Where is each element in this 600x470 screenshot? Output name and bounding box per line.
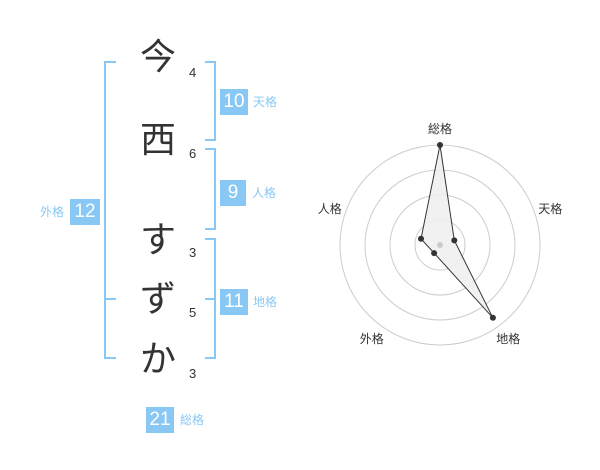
stroke-count-2: 6 xyxy=(189,146,197,161)
gaikaku-label: 外格 xyxy=(40,205,65,219)
stroke-count-3: 3 xyxy=(189,245,197,260)
name-char-4: ず xyxy=(139,279,176,320)
radar-polygon xyxy=(420,144,494,319)
name-char-2: 西 xyxy=(139,120,176,161)
jinkaku-bracket-top xyxy=(205,148,216,150)
chikaku-bracket-mid xyxy=(205,298,216,300)
jinkaku-bracket-bottom xyxy=(205,228,216,230)
chikaku-bracket-bottom xyxy=(205,357,216,359)
name-char-1: 今 xyxy=(139,37,176,78)
gaikaku-bracket-bottom xyxy=(104,357,116,359)
radar-axis-label-1: 総格 xyxy=(428,121,452,136)
tenkaku-badge: 10 xyxy=(220,89,248,115)
tenkaku-bracket-vertical xyxy=(214,61,216,141)
radar-axis-label-2: 天格 xyxy=(538,201,562,216)
chikaku-label: 地格 xyxy=(253,295,278,309)
radar-point-3 xyxy=(489,314,496,321)
gaikaku-badge: 12 xyxy=(70,199,100,225)
radar-axis-label-4: 外格 xyxy=(360,331,384,346)
gaikaku-bracket-mid xyxy=(104,298,116,300)
radar-axis-label-3: 地格 xyxy=(496,331,520,346)
jinkaku-label: 人格 xyxy=(252,186,277,200)
radar-axis-label-5: 人格 xyxy=(318,201,342,216)
stroke-count-4: 5 xyxy=(189,305,197,320)
name-char-3: す xyxy=(139,220,176,261)
radar-point-1 xyxy=(437,142,443,148)
tenkaku-bracket-bottom xyxy=(205,139,216,141)
chikaku-badge: 11 xyxy=(220,289,248,315)
gaikaku-bracket-vertical xyxy=(104,61,106,359)
stroke-count-5: 3 xyxy=(189,366,197,381)
tenkaku-label: 天格 xyxy=(253,95,278,109)
chikaku-bracket-top xyxy=(205,238,216,240)
jinkaku-badge: 9 xyxy=(220,180,246,206)
name-char-5: か xyxy=(139,339,176,380)
soukaku-badge: 21 xyxy=(146,407,174,433)
radar-point-5 xyxy=(418,235,424,242)
radar-point-4 xyxy=(431,250,438,257)
stroke-count-1: 4 xyxy=(189,65,197,80)
tenkaku-bracket-top xyxy=(205,61,216,63)
radar-center-dot xyxy=(437,242,443,248)
gaikaku-bracket-top xyxy=(104,61,116,63)
radar-point-2 xyxy=(451,237,458,244)
jinkaku-bracket-vertical xyxy=(214,148,216,230)
soukaku-label: 総格 xyxy=(180,413,205,427)
